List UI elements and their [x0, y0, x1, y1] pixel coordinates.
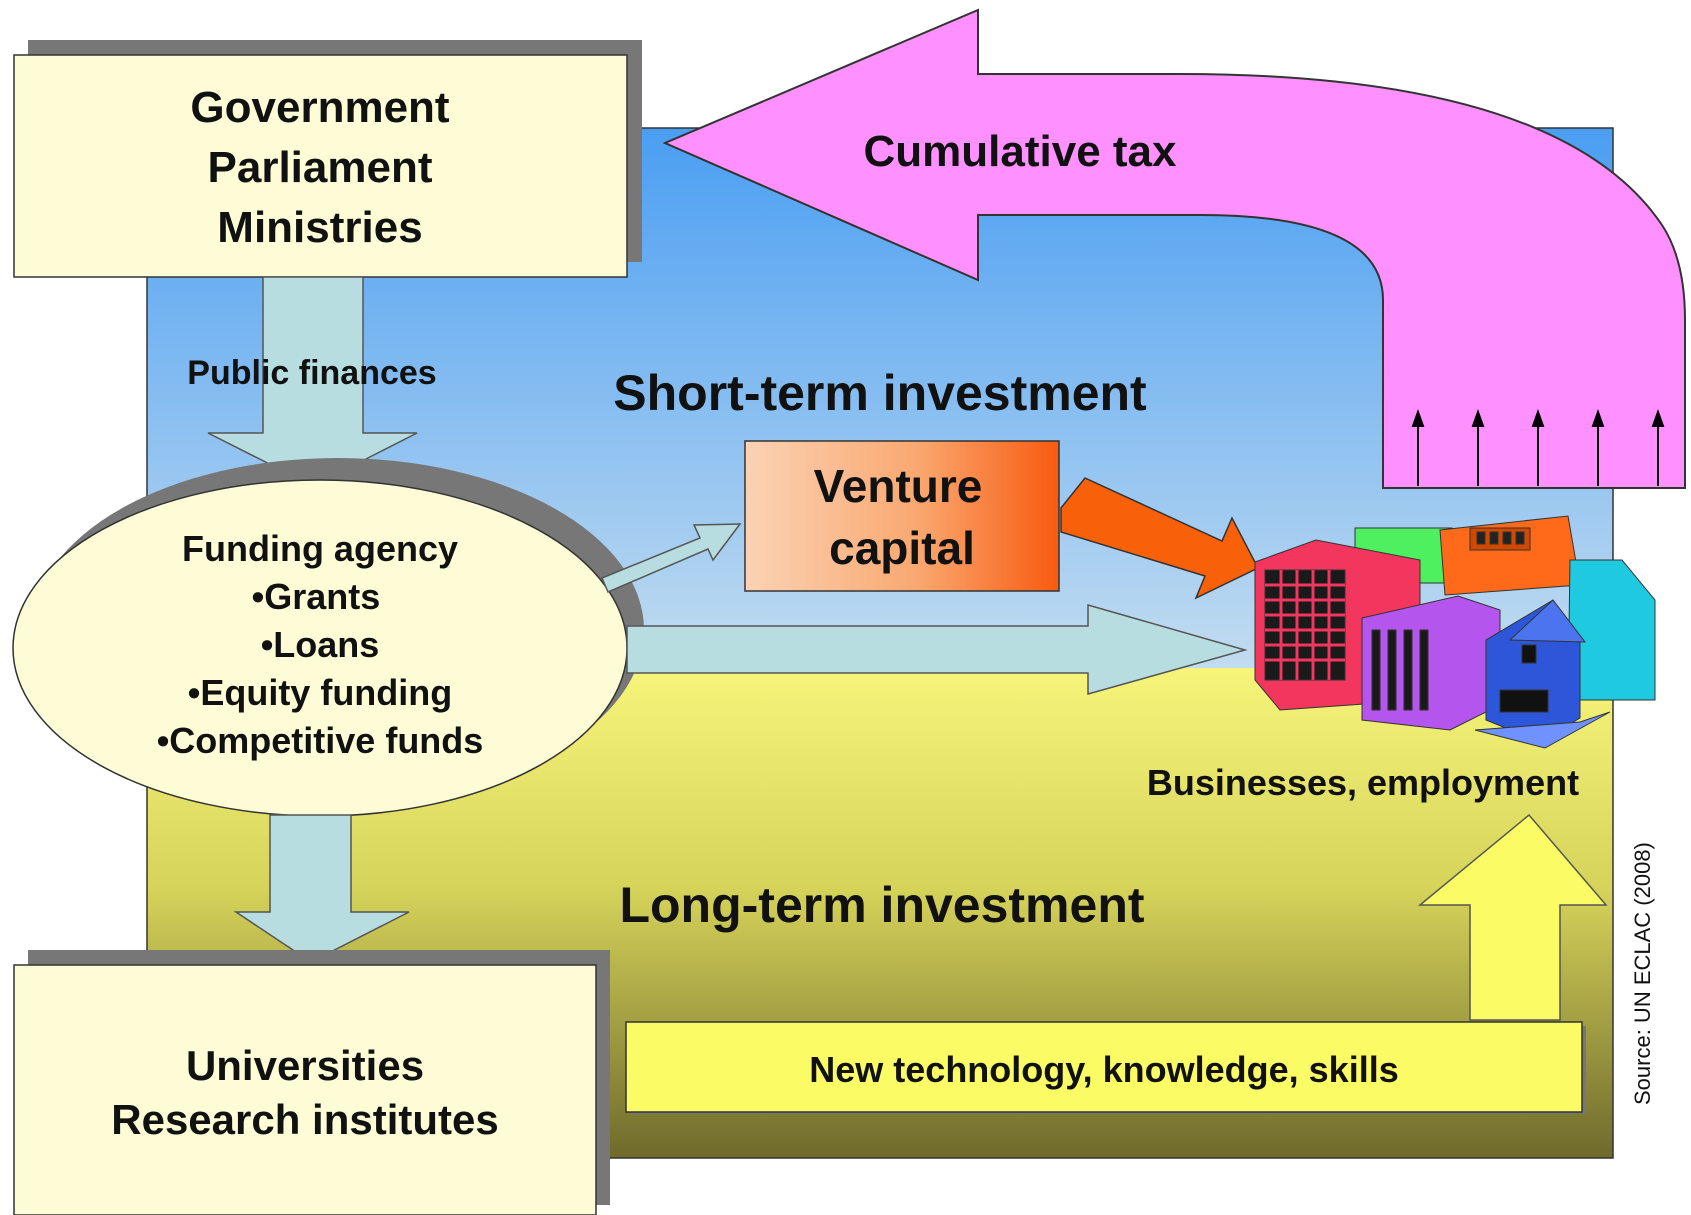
cumulative-tax-label: Cumulative tax: [864, 127, 1178, 176]
source-note: Source: UN ECLAC (2008): [1630, 842, 1655, 1105]
agency-to-business-arrow: [626, 604, 1248, 695]
funding-item-equity: •Equity funding: [188, 672, 453, 713]
funding-item-grants: •Grants: [252, 576, 381, 617]
long-term-label: Long-term investment: [619, 877, 1144, 933]
funding-agency-title: Funding agency: [182, 528, 458, 569]
universities-line-2: Research institutes: [111, 1096, 498, 1143]
new-technology-box: [625, 1021, 1583, 1113]
short-term-label: Short-term investment: [613, 365, 1147, 421]
agency-to-universities-arrow: [233, 814, 410, 963]
universities-box: [13, 964, 597, 1215]
funding-item-loans: •Loans: [261, 624, 380, 665]
government-line-2: Parliament: [208, 143, 433, 192]
new-technology-label: New technology, knowledge, skills: [809, 1049, 1398, 1090]
cumulative-tax-arrow: [662, 8, 1686, 489]
tax-collection-arrows: [1411, 409, 1665, 486]
businesses-label: Businesses, employment: [1147, 762, 1579, 803]
venture-capital-box: [744, 440, 1060, 592]
venture-capital-line-2: capital: [829, 522, 975, 574]
public-finances-label: Public finances: [187, 354, 436, 392]
technology-to-business-arrow: [1417, 813, 1608, 1021]
government-line-1: Government: [190, 83, 450, 132]
agency-to-venture-arrow: [601, 523, 742, 593]
universities-line-1: Universities: [186, 1042, 424, 1089]
venture-capital-line-1: Venture: [814, 460, 983, 512]
funding-item-competitive: •Competitive funds: [157, 720, 484, 761]
government-line-3: Ministries: [217, 203, 422, 252]
businesses-icon: [1254, 515, 1656, 749]
government-box: [13, 54, 628, 278]
